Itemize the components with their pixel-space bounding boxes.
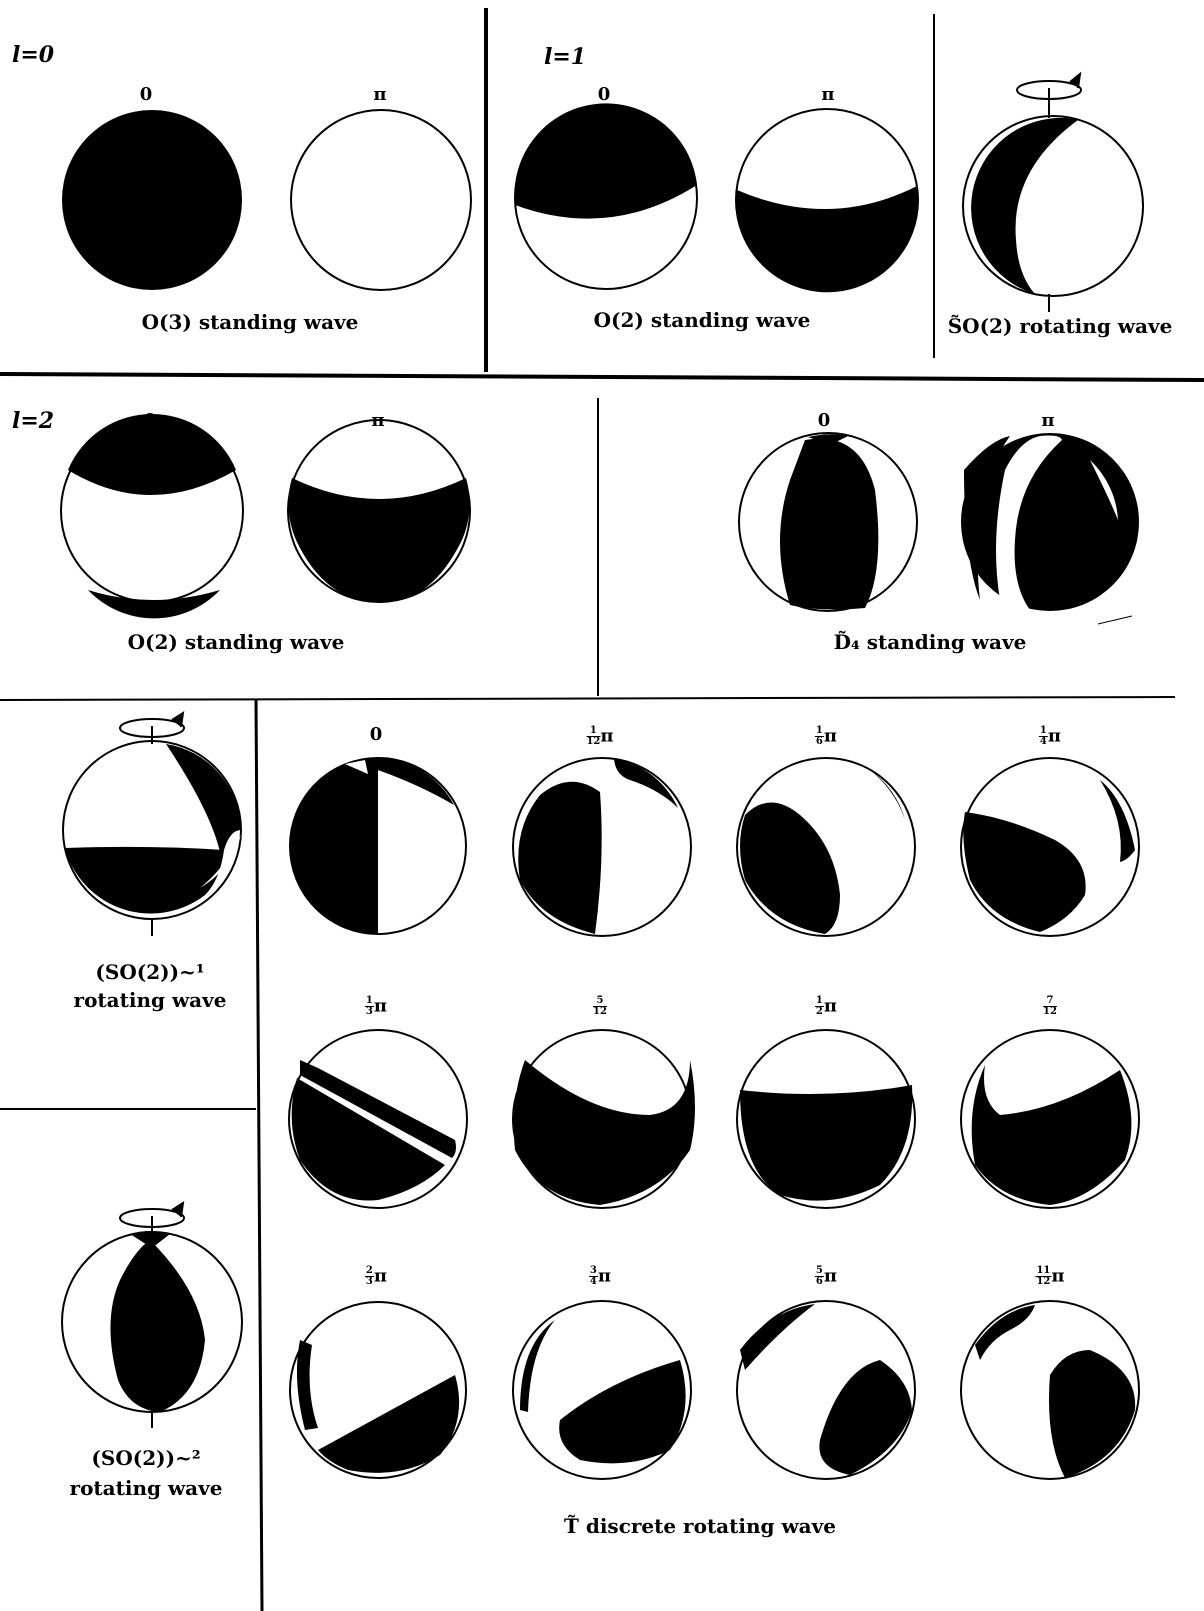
sphere-l1-phase-pi bbox=[736, 109, 918, 292]
rot1-caption-line1: (SO(2))~¹ bbox=[95, 962, 204, 982]
rot1-caption-line2: rotating wave bbox=[74, 990, 227, 1010]
divider-l2-bottom bbox=[0, 697, 1175, 700]
rot2-caption-line1: (SO(2))~² bbox=[91, 1448, 200, 1468]
l2-phase-label-0: 0 bbox=[144, 412, 157, 430]
sphere-t-row3-3 bbox=[737, 1301, 915, 1479]
t-phase-label-r1-c1: 0 bbox=[370, 726, 383, 744]
sphere-t-row2-1 bbox=[289, 1030, 467, 1208]
l1-caption-rotating: S̃O(2) rotating wave bbox=[948, 316, 1173, 336]
l2-caption-o2: O(2) standing wave bbox=[128, 632, 345, 652]
sphere-l2-o2-phase-0 bbox=[61, 414, 243, 618]
l1-l-label: l=1 bbox=[544, 46, 586, 68]
sphere-l1-rotating bbox=[963, 74, 1143, 312]
l2-phase-label-pi: π bbox=[371, 412, 384, 430]
sphere-l0-phase-pi bbox=[291, 110, 471, 290]
sphere-l1-phase-0 bbox=[514, 103, 697, 289]
l1-phase-label-pi: π bbox=[821, 86, 834, 104]
l1-phase-label-0: 0 bbox=[598, 86, 611, 104]
sphere-t-row3-2 bbox=[513, 1301, 691, 1479]
sphere-l0-phase-0 bbox=[62, 110, 242, 290]
sphere-so2-2-rotating bbox=[62, 1203, 242, 1428]
rot2-caption-line2: rotating wave bbox=[70, 1478, 223, 1498]
sphere-t-row2-4 bbox=[961, 1030, 1139, 1208]
l2-l-label: l=2 bbox=[12, 410, 54, 432]
l1-caption-standing: O(2) standing wave bbox=[594, 310, 811, 330]
l0-caption: O(3) standing wave bbox=[142, 312, 359, 332]
d4-phase-label-0: 0 bbox=[818, 412, 831, 430]
divider-top-row bbox=[0, 374, 1204, 380]
sphere-t-row3-4 bbox=[961, 1301, 1139, 1479]
l0-l-label: l=0 bbox=[12, 44, 54, 66]
d4-caption: D̃₄ standing wave bbox=[834, 632, 1027, 652]
sphere-t-row2-2 bbox=[513, 1030, 695, 1208]
sphere-t-row1-3 bbox=[737, 758, 915, 936]
sphere-d4-phase-pi bbox=[961, 433, 1139, 611]
stray-mark bbox=[1098, 616, 1132, 624]
sphere-t-row2-3 bbox=[737, 1030, 915, 1208]
t-wave-caption: T̃ discrete rotating wave bbox=[564, 1516, 836, 1536]
sphere-t-row1-1 bbox=[290, 758, 466, 934]
sphere-so2-1-rotating bbox=[63, 713, 241, 936]
divider-left-column bbox=[256, 700, 262, 1611]
sphere-d4-phase-0 bbox=[739, 433, 917, 611]
d4-phase-label-pi: π bbox=[1041, 412, 1054, 430]
sphere-t-row1-2 bbox=[513, 758, 691, 936]
l0-phase-label-0: 0 bbox=[140, 86, 153, 104]
sphere-t-row1-4 bbox=[961, 758, 1139, 936]
l0-phase-label-pi: π bbox=[373, 86, 386, 104]
sphere-t-row3-1 bbox=[290, 1302, 466, 1478]
sphere-l2-o2-phase-pi bbox=[288, 420, 470, 602]
